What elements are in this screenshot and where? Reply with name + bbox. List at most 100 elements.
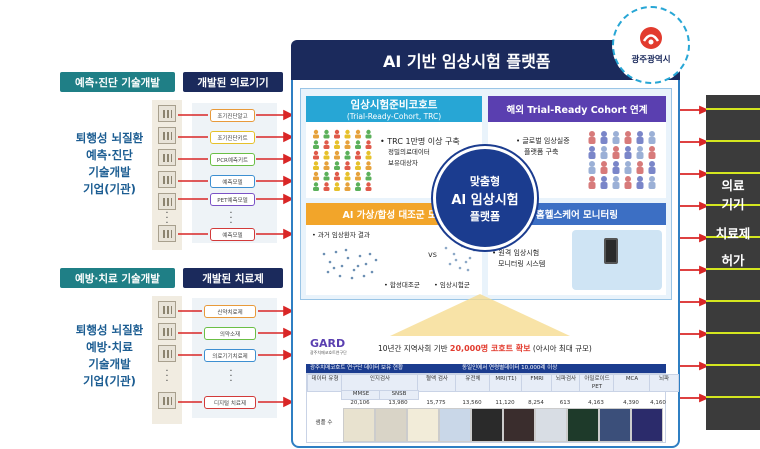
building-icon — [158, 171, 176, 188]
person-icon — [355, 129, 361, 135]
scatter-dot — [364, 262, 368, 266]
building-icon — [158, 127, 176, 144]
overseas-header: 해외 Trial-Ready Cohort 연계 — [488, 96, 666, 122]
phone-icon — [604, 238, 618, 264]
approval-label: 치료제 — [715, 226, 751, 241]
person-icon — [355, 140, 361, 145]
data-thumbnail — [471, 408, 503, 442]
table-subheader: MMSE — [341, 390, 381, 400]
person-icon — [324, 161, 329, 166]
person-icon — [625, 131, 631, 137]
person-icon — [589, 161, 595, 167]
summary-suffix: (아시아 최대 규모) — [532, 344, 592, 353]
person-icon — [345, 129, 350, 135]
person-icon — [355, 150, 361, 156]
table-subheader: SNSB — [379, 390, 419, 400]
cohort-bullets: • TRC 1만명 이상 구축 정밀의료데이터 보유대상자 — [380, 136, 480, 169]
diagnosis-label-line: 기술개발 — [88, 165, 131, 179]
diagnosis-label-line: 예측·진단 — [86, 148, 133, 162]
data-thumbnail — [503, 408, 535, 442]
device-arrows — [178, 109, 294, 240]
person-icon — [345, 161, 350, 166]
person-icon — [601, 176, 607, 182]
vs-label: vs — [428, 250, 437, 259]
scatter-dot — [468, 256, 472, 260]
scatter-dot — [466, 268, 470, 272]
center-platform-circle: 맞춤형 AI 임상시험 플랫폼 — [433, 146, 537, 250]
table-cell: 13,980 — [388, 400, 408, 406]
approval-accent — [706, 300, 760, 302]
gwangju-emblem-icon — [640, 26, 662, 49]
person-icon — [589, 131, 595, 137]
table-column-header: 아밀로이드 PET — [579, 374, 615, 392]
scatter-dot — [338, 274, 342, 278]
scatter-dot — [344, 248, 348, 252]
ellipsis-icon: ··· — [229, 366, 233, 387]
center-line: 플랫폼 — [469, 209, 501, 223]
approval-accent — [706, 332, 760, 334]
table-column-header: MCA — [613, 374, 651, 392]
person-icon — [366, 129, 371, 135]
scatter-dot — [350, 276, 354, 280]
table-cell: 613 — [559, 400, 571, 406]
scatter-dot — [352, 268, 356, 272]
scatter-dot — [448, 262, 452, 266]
treatment-label-line: 기술개발 — [88, 357, 131, 371]
diagnosis-label: 퇴행성 뇌질환 예측·진단 기술개발 기업(기관) — [62, 130, 157, 198]
table-cell: 8,254 — [528, 400, 544, 406]
data-thumbnail — [439, 408, 471, 442]
diagnosis-dev-header: 예측·진단 기술개발 — [60, 72, 175, 92]
person-icon — [334, 129, 340, 135]
scatter-dot — [326, 270, 330, 274]
table-cell: 20,106 — [350, 400, 370, 406]
person-icon — [625, 146, 631, 152]
devices-header: 개발된 의료기기 — [183, 72, 283, 92]
person-icon — [625, 176, 631, 182]
scatter-dot — [358, 254, 362, 258]
scatter-dot — [464, 260, 468, 264]
person-icon — [334, 161, 340, 166]
treatment-label-line: 퇴행성 뇌질환 — [75, 323, 144, 337]
overseas-bullet: • 글로벌 임상실증 — [516, 137, 570, 145]
device-tag: 예측모델 — [210, 228, 255, 241]
scatter-dot — [454, 258, 458, 262]
center-line: AI 임상시험 — [451, 192, 519, 208]
person-icon — [324, 182, 329, 187]
scatter-dot — [322, 252, 326, 256]
approval-label: 허가 — [721, 253, 745, 268]
person-icon — [637, 131, 643, 137]
approval-label: 의료 — [721, 178, 745, 193]
city-name: 광주광역시 — [631, 54, 671, 65]
data-thumbnail — [407, 408, 439, 442]
device-tag: PCR예측키트 — [210, 153, 255, 166]
scatter-dot — [332, 266, 336, 270]
table-column-header: 뇌파검사 — [551, 374, 581, 392]
person-icon — [334, 171, 340, 177]
building-icon — [158, 225, 176, 242]
person-icon — [324, 140, 329, 145]
approval-arrows — [680, 105, 708, 403]
gard-logo-text: GARD — [310, 337, 346, 350]
table-column-header: 혈액 검사 — [417, 374, 457, 392]
approval-accent — [706, 108, 760, 110]
summary-highlight: 20,000명 코호트 확보 — [449, 344, 531, 353]
scatter-dot — [444, 246, 448, 250]
approval-accent — [706, 236, 760, 238]
scatter-dot — [334, 250, 338, 254]
person-icon — [649, 176, 655, 182]
ellipsis-icon: ··· — [165, 366, 169, 387]
cohort-bullet: • TRC 1만명 이상 구축 — [380, 137, 460, 146]
approval-accent — [706, 140, 760, 142]
person-icon — [313, 140, 319, 145]
scatter-dot — [328, 260, 332, 264]
person-icon — [613, 146, 619, 152]
person-icon — [637, 176, 643, 182]
device-tags-bg — [192, 103, 277, 243]
person-icon — [334, 140, 340, 145]
person-icon — [355, 182, 361, 187]
overseas-people-icon — [588, 131, 656, 189]
person-icon — [324, 171, 329, 177]
device-tag: 예측모델 — [210, 175, 255, 188]
person-icon — [601, 146, 607, 152]
diagnosis-label-line: 퇴행성 뇌질환 — [75, 131, 144, 145]
